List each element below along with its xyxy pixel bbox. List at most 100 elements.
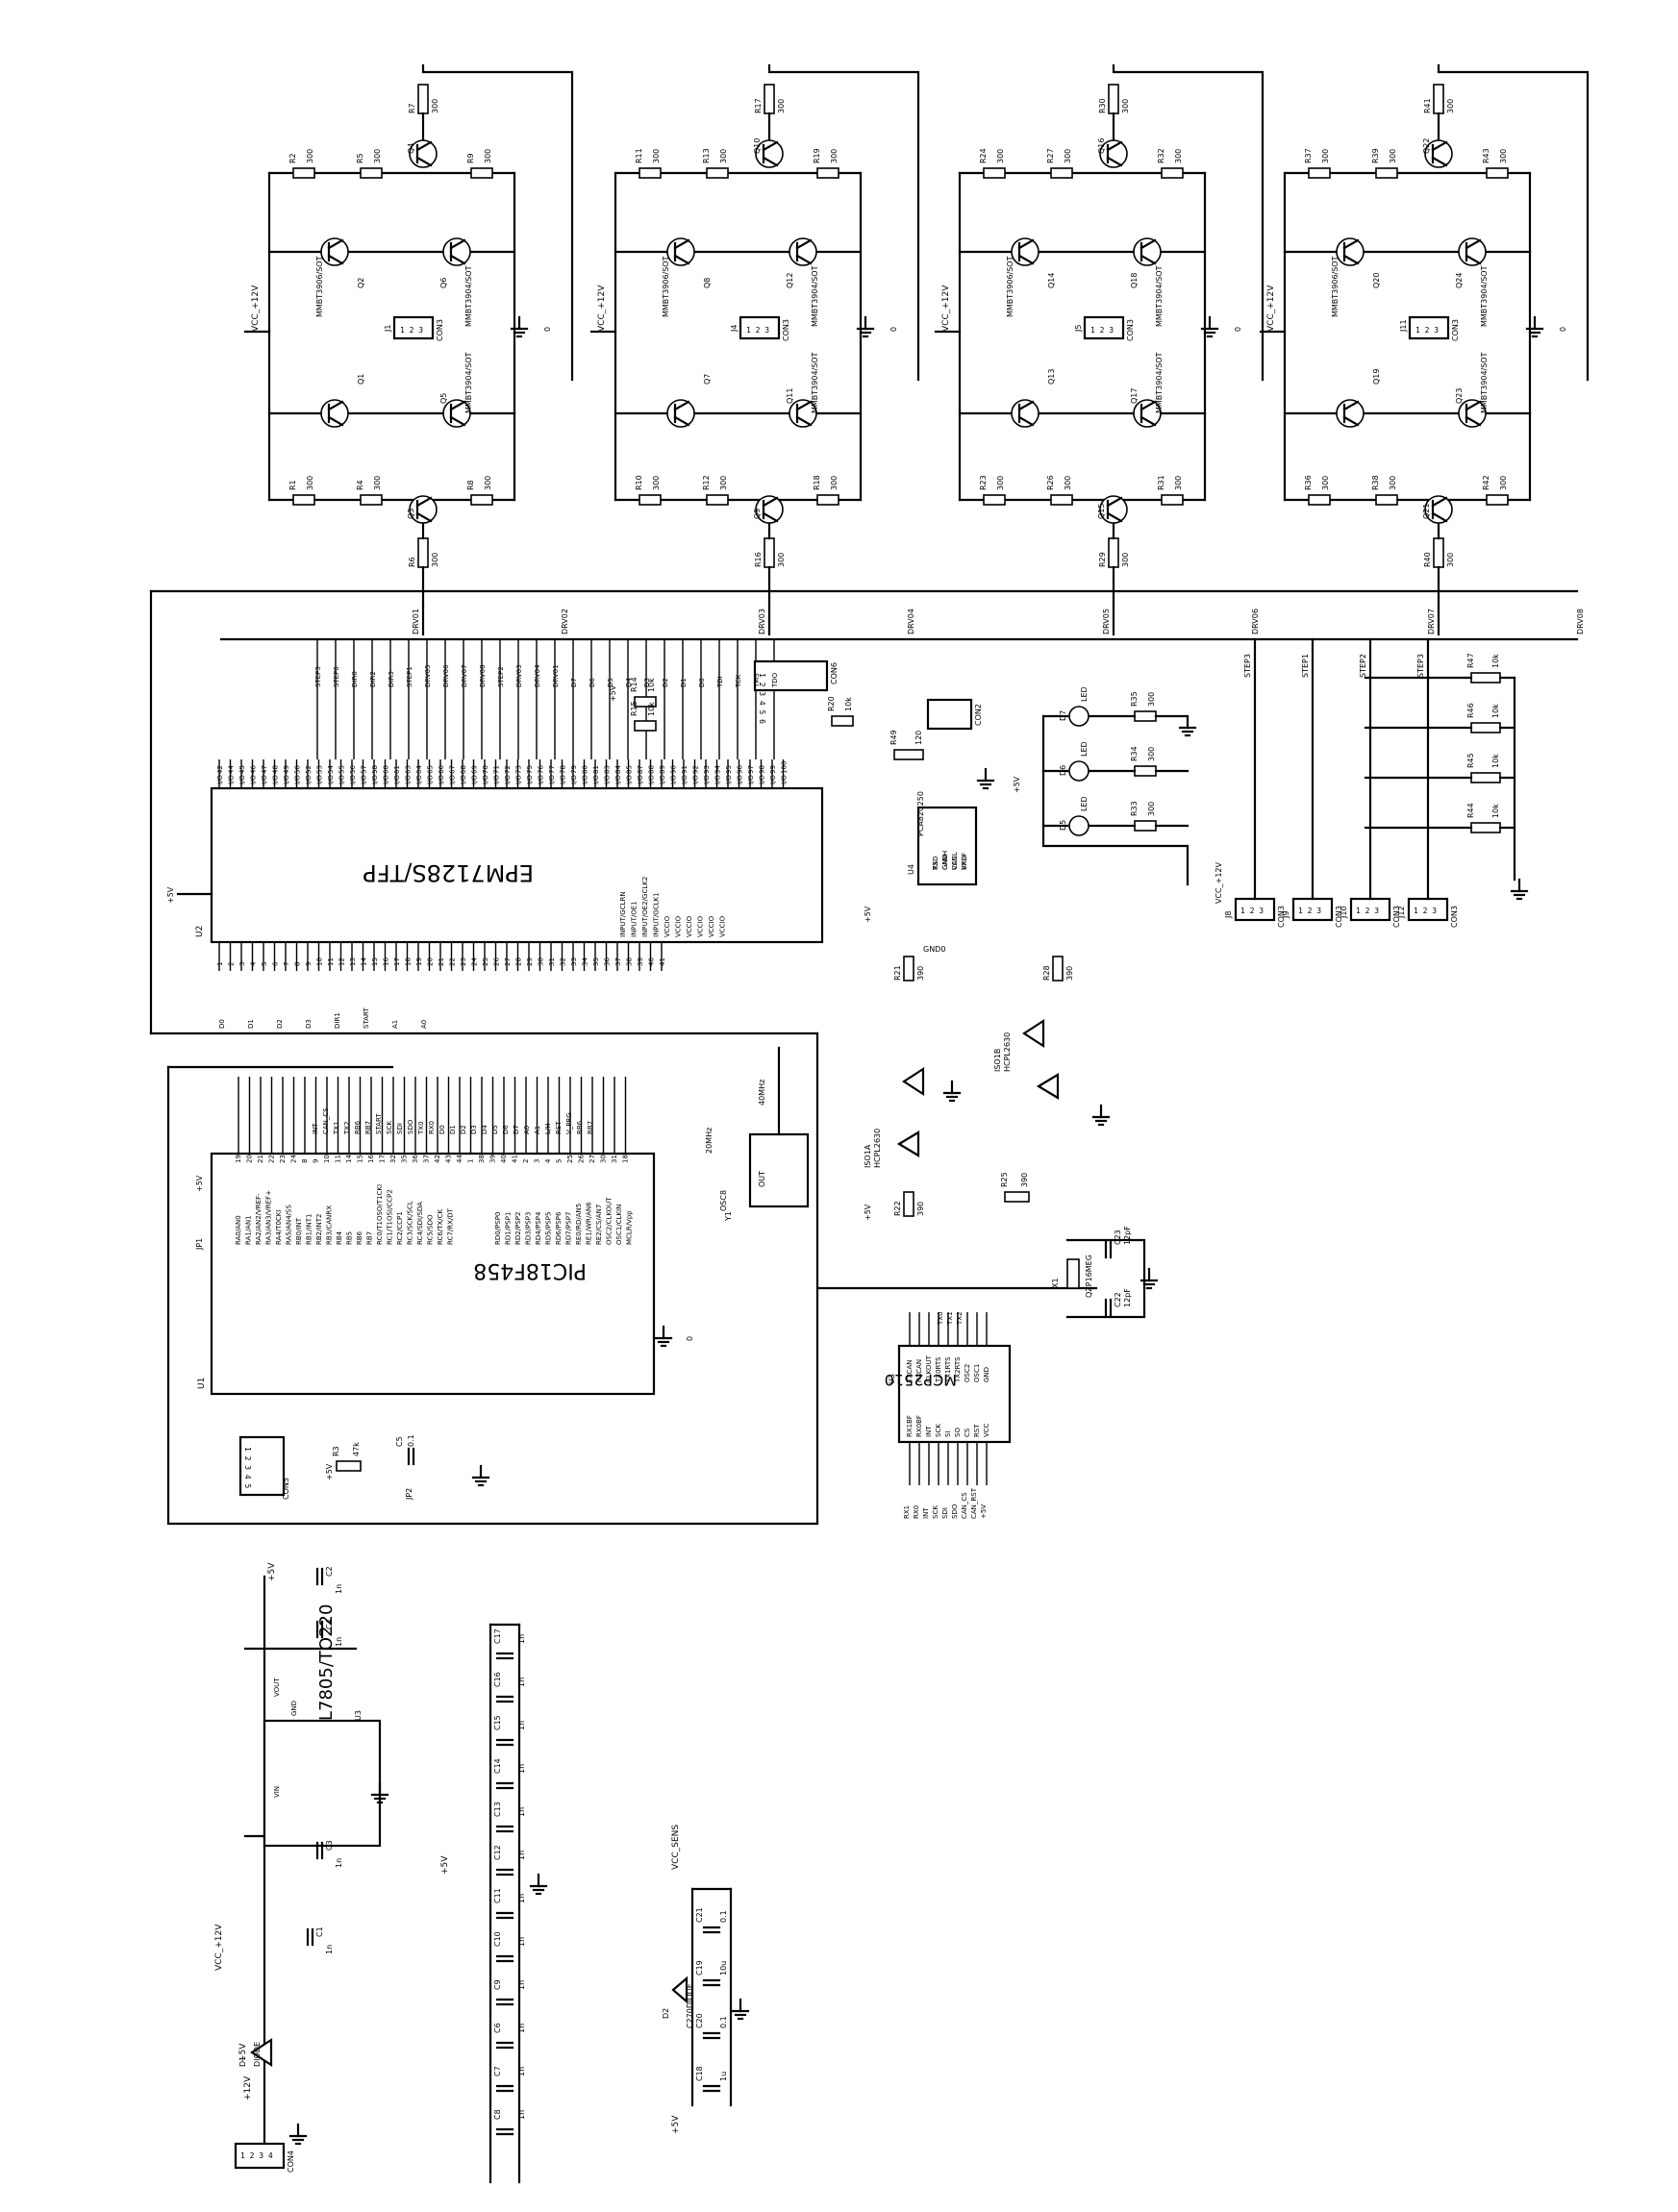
mcu-pin-num: 44	[456, 1155, 463, 1163]
resistor-value: 300	[306, 476, 314, 490]
cap-value: 1n	[325, 1945, 334, 1954]
connector-part: CON3	[1335, 906, 1343, 928]
connector	[392, 315, 435, 340]
resistor	[764, 84, 775, 114]
connector-part: CON2	[974, 704, 983, 726]
mcp2510-pin: RXCAN	[915, 1359, 923, 1382]
cap-ref: C20	[695, 2013, 704, 2028]
wire	[327, 400, 344, 411]
cpld-pin-name: I/O	[316, 775, 324, 784]
cpld-pin-name: I/O	[449, 775, 457, 784]
resistor-value: 10k	[647, 702, 656, 716]
mcu-pin-num: 9	[313, 1159, 320, 1163]
resistor	[983, 167, 1006, 179]
mcu-pin-num: 37	[423, 1155, 431, 1163]
jumper-label: JP2	[405, 1488, 413, 1501]
cap-value: 1n	[517, 1851, 526, 1860]
resistor-value: 300	[996, 149, 1005, 163]
cpld-pin-name: I/O	[361, 775, 368, 784]
resistor	[360, 494, 383, 506]
resistor-ref: R29	[1098, 552, 1107, 567]
resistor-ref: R24	[979, 148, 988, 163]
cpld-signal: D2	[276, 1019, 284, 1029]
cpld-pin-name: I/O	[349, 775, 357, 784]
wire	[795, 400, 813, 411]
cpld-pin-name: I/O	[692, 775, 700, 784]
mcu-pin: RD1/PSP1	[505, 1212, 513, 1245]
cpld-pin-num: 41	[659, 957, 666, 966]
mcp2510-signal: CAN_RST	[970, 1487, 978, 1519]
resistor	[1375, 494, 1398, 506]
crystal	[1066, 1258, 1080, 1289]
connector-part: CON3	[1277, 906, 1286, 928]
transistor-part: MMBT3904/SOT	[1155, 265, 1164, 327]
mcu-pin-num: 20	[246, 1155, 254, 1163]
cpld-signal: DRV03	[515, 664, 523, 687]
wire	[673, 400, 690, 411]
cpld-pin-name: I/O	[238, 775, 246, 784]
diode	[249, 2037, 273, 2068]
cpld-pin-num: 66	[438, 765, 445, 774]
cpld-ref: U2	[195, 926, 205, 937]
cpld-pin-num: 32	[560, 957, 567, 966]
mcu-part: PIC18F458	[473, 1258, 587, 1282]
connector	[1408, 315, 1450, 340]
regulator-body	[263, 1719, 382, 1848]
mcu-pin: RA3/AN3/VREF+	[265, 1190, 273, 1245]
cpld-pin-num: 23	[460, 957, 467, 966]
cpld-signal: START	[363, 1007, 370, 1029]
connector-part: CON3	[1451, 319, 1460, 341]
resistor-value: 10k	[1491, 704, 1500, 718]
cap-value: 10u	[719, 1961, 728, 1976]
cpld-pin-num: 88	[648, 765, 656, 774]
resistor-value: 300	[1446, 99, 1455, 113]
cpld-pin-num: 34	[582, 957, 589, 966]
vcc-label: +5V	[195, 1175, 204, 1192]
led-label: LED	[1080, 686, 1089, 702]
resistor-value: 10k	[1491, 804, 1500, 818]
resistor	[1108, 537, 1119, 568]
cpld-pin-name: I/O	[747, 775, 755, 784]
cpld-pin-name: I/O	[759, 775, 766, 784]
resistor-value: 300	[1389, 149, 1397, 163]
cpld-pin-num: 28	[515, 957, 523, 966]
transistor	[1011, 399, 1039, 428]
cpld-pin-num: 98	[759, 765, 766, 774]
cpld-pin-num: 47	[261, 765, 268, 774]
mcu-pin-num: 43	[445, 1155, 453, 1163]
wire	[1106, 496, 1123, 508]
mcu-signal: A1	[534, 1126, 541, 1134]
resistor-ref: R30	[1098, 98, 1107, 113]
resistor-ref: R11	[635, 148, 643, 163]
resistor	[903, 956, 914, 982]
transistor-ref: Q22	[1422, 138, 1431, 154]
resistor-ref: R31	[1157, 475, 1165, 490]
mcu-pin-num: 22	[268, 1155, 276, 1163]
connector-pins: 1 2 3	[746, 326, 769, 335]
resistor	[831, 715, 854, 727]
mcp2510-signal: RX1	[903, 1505, 911, 1519]
cpld-signal: D3	[643, 678, 651, 687]
cpld-pin-name: I/O	[415, 775, 423, 784]
ground-label: 0	[1559, 327, 1567, 332]
power-connector	[234, 2142, 286, 2170]
cap-value: 1n	[517, 1764, 526, 1774]
transceiver-pin: GND	[941, 855, 949, 870]
mcu-pin-num: 17	[379, 1155, 387, 1163]
mcp2510-ref: U3	[888, 1374, 896, 1384]
cpld-pin-num: 17	[393, 957, 401, 966]
resistor	[292, 167, 315, 179]
opto-part: HCPL2630	[1003, 1032, 1012, 1072]
mcp2510-signal: TX1	[946, 1311, 954, 1326]
resistor	[360, 167, 383, 179]
resistor-value: 10k	[1491, 754, 1500, 768]
transceiver-pin: VREF	[961, 853, 968, 870]
cpld-pin-num: 15	[371, 957, 379, 966]
cap-ref: C1	[315, 1926, 324, 1937]
cpld-pin-num: 18	[405, 957, 413, 966]
transistor-ref: Q8	[703, 278, 712, 288]
resistor-value: 300	[1174, 476, 1183, 490]
resistor	[1470, 672, 1501, 683]
cpld-pin-num: 36	[604, 957, 612, 966]
connector-pins: 1 2 3 4 5 6	[758, 673, 766, 724]
